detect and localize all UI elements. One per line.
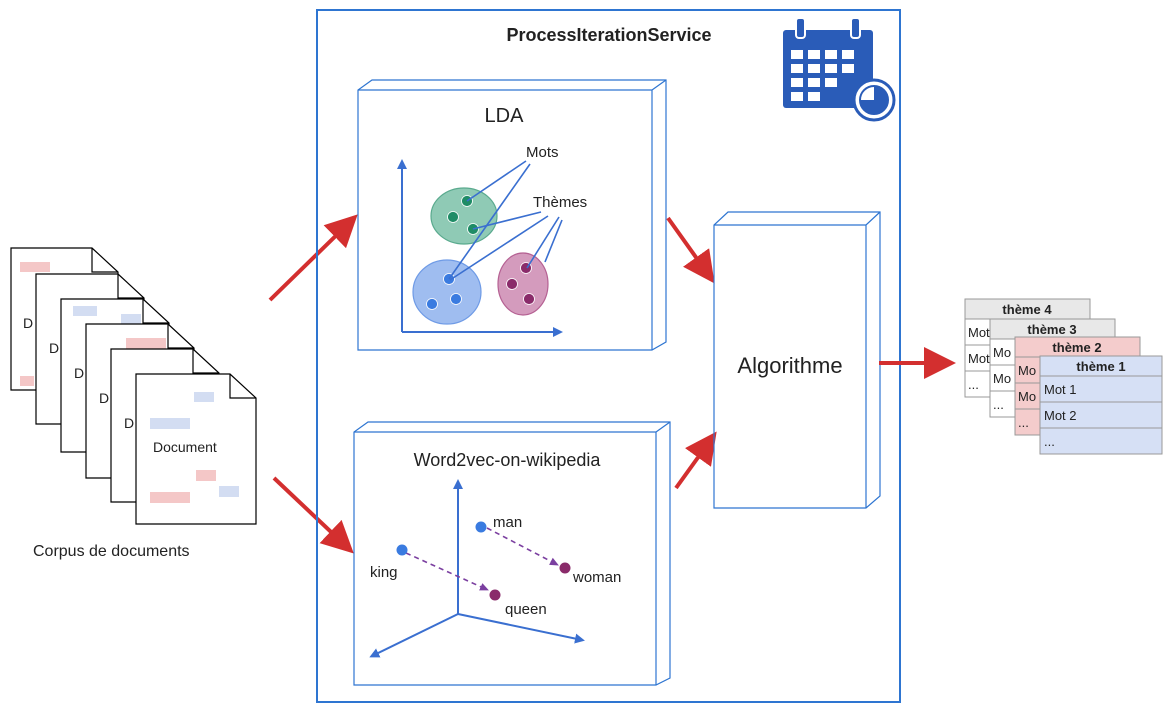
w2v-x-axis: [457, 613, 585, 644]
calendar-clock-icon: [783, 17, 896, 122]
algorithm-label: Algorithme: [737, 353, 842, 378]
label-queen: queen: [505, 601, 547, 618]
document-corpus: D D D D D Document: [10, 247, 257, 560]
theme-table-row: Mo: [993, 345, 1011, 360]
word2vec-title: Word2vec-on-wikipedia: [414, 450, 602, 470]
cluster-purple: [497, 252, 549, 316]
theme-table-row: ...: [1044, 434, 1055, 449]
service-frame: ProcessIterationService: [316, 9, 901, 703]
theme-table-row: ...: [968, 377, 979, 392]
document-page-front: Document: [135, 373, 257, 525]
cluster-green: [430, 187, 498, 245]
theme-table-row: Mot 1: [1044, 382, 1077, 397]
arrow-lda-to-algorithm: [666, 216, 715, 284]
w2v-y-axis: [369, 613, 459, 658]
document-label: D: [124, 415, 134, 431]
theme-table-row: Mo: [1018, 389, 1036, 404]
arrow-word2vec-to-algorithm: [674, 431, 717, 490]
point-man: [475, 521, 487, 533]
document-label: D: [74, 365, 84, 381]
document-label-front: Document: [153, 439, 217, 455]
lda-connectors: [448, 160, 563, 281]
output-tables: thème 4 Mot Mot ... thème 3 Mo Mo ... th…: [964, 298, 1163, 455]
lda-title: LDA: [485, 105, 525, 127]
theme-table-header: thème 1: [1076, 359, 1125, 374]
theme-table-header: thème 4: [1002, 302, 1052, 317]
document-label: D: [49, 340, 59, 356]
cluster-blue: [412, 259, 482, 325]
word2vec-box: Word2vec-on-wikipedia man woman king que…: [353, 421, 671, 686]
arrow-corpus-to-word2vec: [272, 476, 354, 554]
cluster-purple-dots: [506, 262, 535, 305]
point-king: [396, 544, 408, 556]
point-woman: [559, 562, 571, 574]
label-king: king: [370, 564, 398, 581]
theme-table-row: Mo: [993, 371, 1011, 386]
lda-words-label: Mots: [526, 144, 559, 161]
label-woman: woman: [572, 569, 621, 586]
point-queen: [489, 589, 501, 601]
lda-box: LDA Mots Thèmes: [357, 79, 667, 351]
theme-table-header: thème 2: [1052, 340, 1101, 355]
lda-themes-label: Thèmes: [533, 194, 587, 211]
service-title: ProcessIterationService: [506, 25, 711, 45]
relation-man-woman: [486, 527, 559, 566]
theme-table: thème 1 Mot 1 Mot 2 ...: [1039, 355, 1163, 455]
theme-table-row: ...: [993, 397, 1004, 412]
corpus-caption: Corpus de documents: [33, 543, 190, 560]
document-label: D: [23, 315, 33, 331]
relation-king-queen: [405, 552, 489, 591]
label-man: man: [493, 514, 522, 531]
theme-table-row: Mot: [968, 351, 990, 366]
theme-table-row: ...: [1018, 415, 1029, 430]
document-label: D: [99, 390, 109, 406]
theme-table-row: Mot 2: [1044, 408, 1077, 423]
theme-table-row: Mo: [1018, 363, 1036, 378]
theme-table-header: thème 3: [1027, 322, 1076, 337]
theme-table-row: Mot: [968, 325, 990, 340]
algorithm-box: Algorithme: [713, 211, 881, 509]
arrow-corpus-to-lda: [268, 214, 358, 302]
